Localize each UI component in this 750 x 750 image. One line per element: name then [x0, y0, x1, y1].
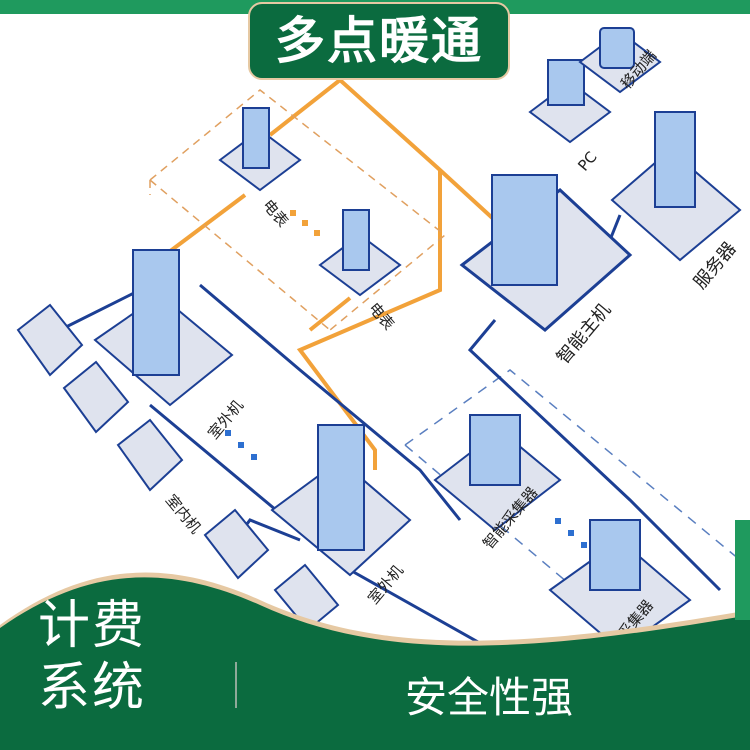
server-device — [610, 111, 742, 262]
indoor-units — [16, 303, 340, 632]
collector-1 — [433, 414, 562, 532]
outdoor-unit-1 — [93, 249, 234, 407]
unit-dots — [225, 430, 587, 548]
meter-dots — [290, 210, 320, 236]
footer-feature: 安全性强 — [405, 673, 574, 722]
pc-device — [529, 59, 611, 143]
footer-divider — [235, 662, 237, 708]
dashed-boundaries — [149, 89, 447, 331]
collector-2 — [548, 519, 692, 652]
host-device — [459, 174, 633, 332]
meter-2 — [319, 209, 401, 296]
outdoor-unit-2 — [270, 424, 412, 577]
footer-title: 计费 系统 — [38, 595, 146, 719]
footer-title-line2: 系统 — [38, 658, 147, 718]
mobile-device — [579, 27, 661, 93]
footer-title-line1: 计费 — [38, 596, 147, 656]
collector-boundary — [404, 369, 741, 611]
brand-title: 多点暖通 — [248, 2, 510, 80]
bus-lines — [59, 214, 722, 662]
meter-1 — [219, 107, 301, 191]
